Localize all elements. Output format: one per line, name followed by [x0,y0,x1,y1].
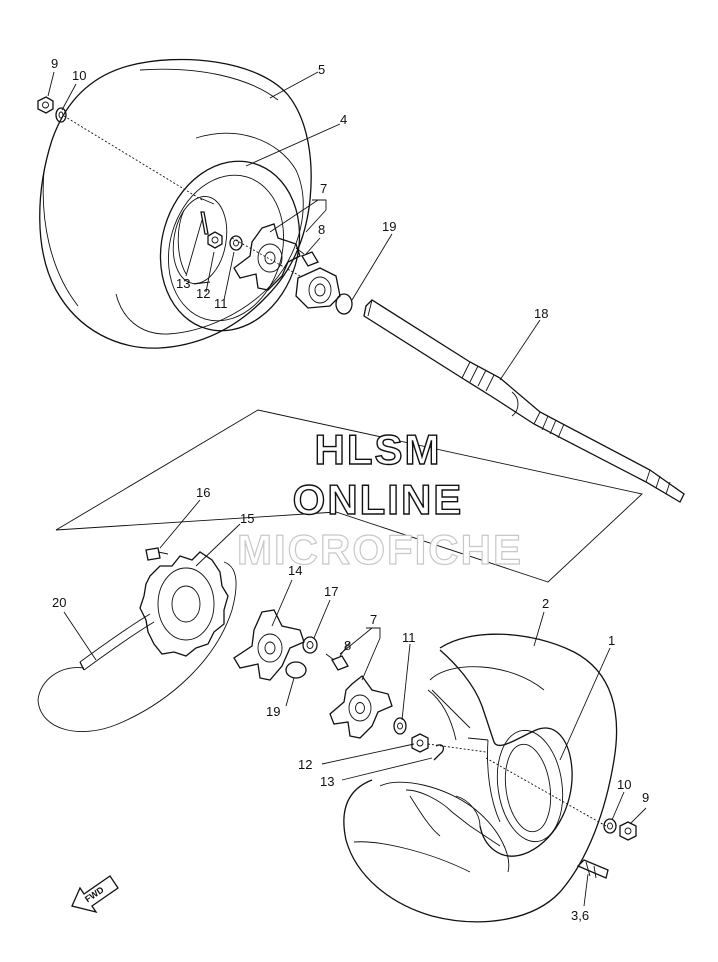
callout-3-6: 3,6 [571,908,589,923]
axis-line-top [63,115,203,201]
bolt-16 [145,547,169,561]
callout-12-bottom: 12 [298,757,312,772]
callout-5: 5 [318,62,325,77]
callout-4: 4 [340,112,347,127]
callout-9-top: 9 [51,56,58,71]
tire-right-2 [343,633,618,923]
watermark-line-3: MICROFICHE [237,526,523,573]
washer-10-top [55,107,67,123]
callout-9-bottom: 9 [642,790,649,805]
callout-labels: 9 10 5 4 7 8 19 18 13 12 11 16 15 20 14 … [51,56,649,923]
fwd-label: FWD [83,884,106,904]
o-ring-19-top [335,293,353,315]
nut-12-top [207,231,223,249]
nut-12-bottom [411,733,429,753]
callout-8-bottom: 8 [344,638,351,653]
rear-axle-18 [363,299,685,503]
pin-13-bottom [433,744,445,761]
washer-11-top [229,235,243,251]
callout-19-bottom: 19 [266,704,280,719]
callout-20: 20 [52,595,66,610]
wheel-rim-left [159,160,301,332]
callout-11-top: 11 [214,296,228,311]
callout-8-top: 8 [318,222,325,237]
callout-7-top: 7 [320,181,327,196]
sprocket-hub-14 [233,609,305,681]
callout-15: 15 [240,511,254,526]
watermark-line-1: HLSM [315,426,442,473]
wheel-rim-right-1 [405,649,573,857]
callout-2: 2 [542,596,549,611]
callout-11-bottom: 11 [402,630,416,645]
rear-wheel-left-assembly [37,58,685,503]
leader-lines [47,71,647,907]
fwd-arrow-icon: FWD [71,875,119,914]
callout-14: 14 [288,563,302,578]
watermark-line-2: ONLINE [293,476,464,523]
sprocket-chain-assembly [37,547,237,732]
nut-17 [302,636,318,654]
bearing-housing [295,267,341,309]
watermark: HLSM ONLINE MICROFICHE [236,425,523,573]
nut-9-bottom [619,821,637,841]
stud-8-bottom [325,653,349,671]
sprocket-15 [139,551,229,657]
callout-10-top: 10 [72,68,86,83]
hub-7-bottom [329,675,393,739]
callout-17: 17 [324,584,338,599]
o-ring-19-bottom [285,661,307,679]
callout-7-bottom: 7 [370,612,377,627]
pin-13-top [200,211,209,235]
callout-13-bottom: 13 [320,774,334,789]
valve-stem-3-6 [576,859,609,879]
nut-9-top [37,96,54,114]
stud-8-top [295,247,319,267]
callout-12-top: 12 [196,286,210,301]
callout-18: 18 [534,306,548,321]
tire-left [39,58,312,349]
rear-wheel-right-assembly [233,609,637,923]
chain-section-frame [55,409,643,583]
washer-11-bottom [393,717,407,735]
callout-13-top: 13 [176,276,190,291]
washer-10-bottom [603,818,617,834]
callout-10-bottom: 10 [617,777,631,792]
callout-1: 1 [608,633,615,648]
hub-7-top [233,223,301,291]
drive-chain-20 [37,561,237,732]
callout-16: 16 [196,485,210,500]
callout-19-top: 19 [382,219,396,234]
